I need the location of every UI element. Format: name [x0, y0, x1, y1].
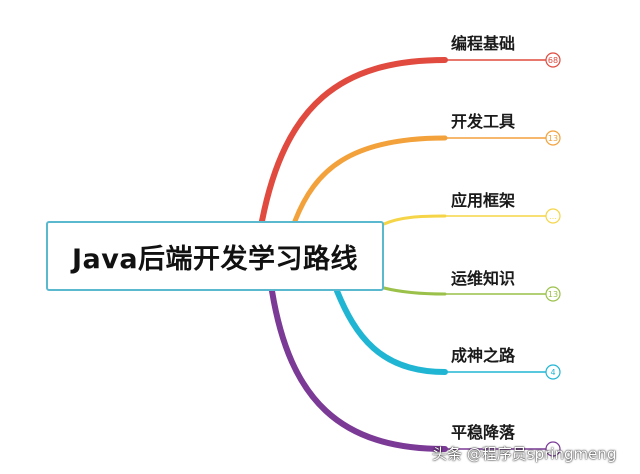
branch-curve-programming-basics	[259, 57, 448, 224]
branch-curve-dev-tools	[292, 135, 448, 224]
branch-label-frameworks[interactable]: 应用框架	[451, 191, 516, 210]
branch-curve-mastery-road	[334, 288, 448, 375]
badge-circle-smooth-landing[interactable]	[545, 441, 561, 457]
badge-count-ops-knowledge: 13	[548, 290, 558, 299]
badge-circle-ops-knowledge[interactable]	[545, 286, 561, 302]
badge-count-mastery-road: 4	[550, 368, 555, 377]
badge-count-dev-tools: 13	[548, 134, 558, 143]
branch-label-programming-basics[interactable]: 编程基础	[451, 34, 516, 53]
branch-curve-ops-knowledge	[382, 286, 447, 296]
watermark: 头条 @程序员springmeng	[432, 445, 617, 463]
root-title: Java后端开发学习路线	[71, 243, 359, 275]
branch-label-dev-tools[interactable]: 开发工具	[451, 112, 516, 131]
branch-curve-smooth-landing	[269, 288, 448, 452]
branch-label-ops-knowledge[interactable]: 运维知识	[451, 269, 516, 288]
badge-circle-frameworks[interactable]	[545, 208, 561, 224]
badge-count-frameworks: …	[549, 212, 557, 221]
badge-count-programming-basics: 68	[548, 56, 558, 65]
badge-circle-programming-basics[interactable]	[545, 52, 561, 68]
branch-label-smooth-landing[interactable]: 平稳降落	[451, 423, 516, 442]
badge-circle-dev-tools[interactable]	[545, 130, 561, 146]
branch-curve-frameworks	[382, 214, 447, 226]
branch-label-mastery-road[interactable]: 成神之路	[451, 346, 516, 365]
root-node[interactable]: Java后端开发学习路线	[46, 221, 384, 291]
badge-circle-mastery-road[interactable]	[545, 364, 561, 380]
